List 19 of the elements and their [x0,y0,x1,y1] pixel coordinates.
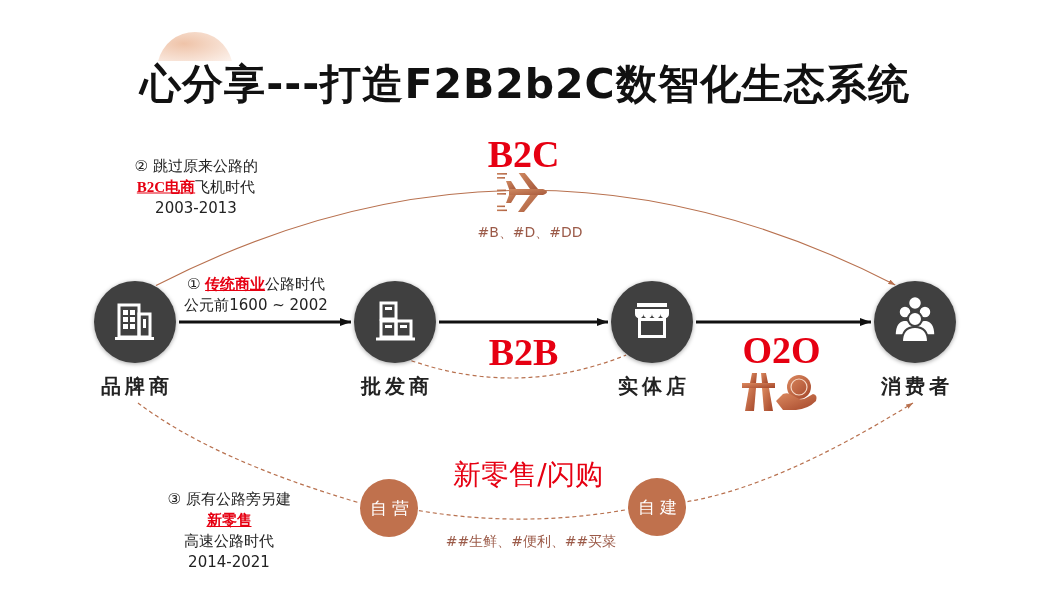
arrow [696,318,871,326]
arrow [686,402,914,503]
dashed-connector [410,354,627,379]
tag-text: #B、#D、#DD [477,223,583,241]
tag-text: ##生鲜、#便利、##买菜 [445,532,617,550]
arrow [439,318,608,326]
arrow [179,318,351,326]
dashed-connector [418,509,628,520]
node-label: 批发商 [359,375,433,397]
note-text: ② 跳过原来公路的 B2C电商飞机时代 2003-2013 [134,155,258,219]
channel-circle: 自建 [628,478,686,536]
node-label: 实体店 [617,375,690,397]
dashed-connector [137,402,360,504]
note-text: ③ 原有公路旁另建新零售高速公路时代 2014-2021 [167,489,291,573]
channel-circle: 自营 [360,479,418,537]
diagram-title: 心分享---打造F2B2b2C数智化生态系统 [140,62,910,106]
arrow [155,189,896,287]
node-label: 消费者 [880,375,953,397]
node-label: 品牌商 [100,375,173,397]
